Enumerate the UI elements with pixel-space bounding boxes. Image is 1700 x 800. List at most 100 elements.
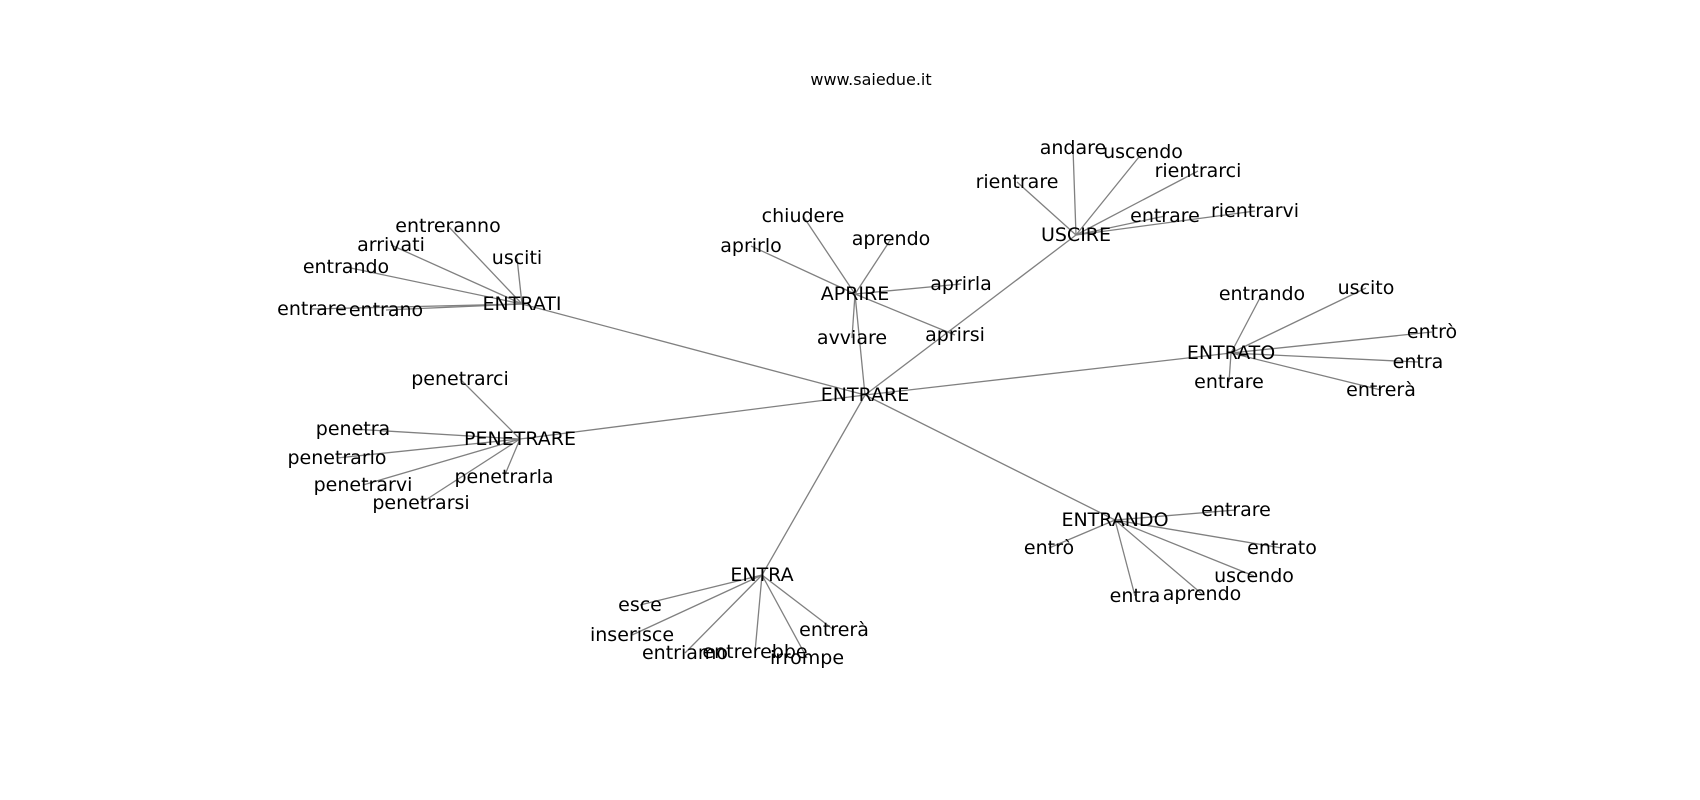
leaf-node-label: entrando [303,256,389,278]
edge-hub-leaf [1114,519,1255,577]
source-label: www.saiedue.it [810,70,932,89]
edge-hub-leaf [311,303,523,310]
edge-hub-leaf [352,428,521,440]
leaf-node-label: uscito [1338,277,1395,299]
edge-hub-leaf [1075,215,1166,236]
leaf-node-label: entrano [349,299,423,321]
edge-hub-leaf [1048,519,1116,549]
edge-hub-leaf [802,215,856,295]
leaf-node-label: uscendo [1103,141,1183,163]
edge-hub-leaf [459,378,521,440]
edge-hub-leaf [447,225,523,305]
root-node-label: ENTRARE [821,384,909,406]
edge-hub-leaf [761,574,808,659]
leaf-node-label: andare [1040,137,1106,159]
hub-node-label: ENTRATO [1187,342,1275,364]
edge-hub-leaf [390,244,523,305]
leaf-node-label: penetrarsi [372,492,469,514]
leaf-node-label: entrò [1024,537,1074,559]
edge-root-hub [854,293,866,396]
edge-root-hub [761,394,866,576]
leaf-node-label: entriamo [642,642,728,664]
edge-hub-leaf [639,574,763,606]
hub-node-label: ENTRA [730,564,793,586]
edge-root-hub [519,394,866,440]
leaf-node-label: rientrarvi [1211,200,1299,222]
hub-node-label: APRIRE [821,283,889,305]
leaf-node-label: rientrarci [1155,160,1242,182]
edge-root-hub [864,352,1232,396]
leaf-node-label: aprirlo [720,235,782,257]
edge-hub-leaf [345,266,523,305]
leaf-node-label: entrerebbe [702,641,807,663]
hub-node-label: ENTRATI [483,293,562,315]
edge-hub-leaf [1230,287,1367,354]
leaf-node-label: entrare [1201,499,1271,521]
leaf-node-label: entrato [1247,537,1317,559]
leaf-node-label: arrivati [357,234,425,256]
leaf-node-label: aprendo [852,228,931,250]
hub-node-label: ENTRANDO [1061,509,1168,531]
edge-hub-leaf [854,293,956,336]
edge-hub-leaf [1114,519,1203,595]
edge-hub-leaf [1230,293,1263,354]
leaf-node-label: irrompe [770,647,844,669]
edge-hub-leaf [1230,352,1419,363]
edge-hub-leaf [750,245,856,295]
leaf-node-label: penetrarlo [287,447,386,469]
leaf-node-label: entrare [1194,371,1264,393]
edge-hub-leaf [1016,181,1077,236]
leaf-node-label: entrerà [799,619,869,641]
edge-hub-leaf [1075,210,1256,236]
leaf-node-label: entra [1393,351,1444,373]
edge-hub-leaf [1228,352,1232,383]
leaf-node-label: penetrarci [411,368,509,390]
edge-hub-leaf [1230,352,1382,391]
edge-hub-leaf [516,257,523,305]
edge-hub-leaf [854,238,892,295]
edge-hub-leaf [1075,151,1144,236]
edge-hub-leaf [854,283,962,295]
leaf-node-label: entrò [1407,321,1457,343]
edge-root-hub [521,303,866,396]
leaf-node-label: aprendo [1163,583,1242,605]
edge-hub-leaf [1230,331,1433,354]
leaf-node-label: entrando [1219,283,1305,305]
leaf-node-label: inserisce [590,624,674,646]
leaf-node-label: esce [618,594,662,616]
leaf-node-label: penetrarla [454,466,553,488]
edge-hub-leaf [684,574,763,654]
edge-hub-leaf [1114,509,1237,521]
edge-hub-leaf [420,438,521,504]
leaf-node-label: entrare [1130,205,1200,227]
edge-hub-leaf [362,438,521,486]
leaf-node-label: entrare [277,298,347,320]
edge-hub-leaf [761,574,835,631]
leaf-node-label: aprirsi [925,324,985,346]
leaf-node-label: avviare [817,327,887,349]
edge-hub-leaf [1075,170,1199,236]
leaf-node-label: aprirla [930,273,992,295]
leaf-node-label: penetra [316,418,390,440]
edges-layer [311,147,1433,659]
leaf-node-label: uscendo [1214,565,1294,587]
leaf-node-label: penetrarvi [314,474,413,496]
edge-hub-leaf [851,293,856,339]
leaf-node-label: rientrare [976,171,1059,193]
leaf-node-label: entreranno [395,215,500,237]
leaf-node-label: usciti [492,247,542,269]
edge-hub-leaf [754,574,763,653]
edge-hub-leaf [1072,147,1077,236]
edge-root-hub [864,394,1116,521]
edge-hub-leaf [1114,519,1283,549]
leaf-node-label: entrerà [1346,379,1416,401]
edge-hub-leaf [631,574,763,636]
edge-hub-leaf [1114,519,1136,597]
edge-root-hub [864,234,1077,396]
hub-node-label: PENETRARE [464,428,576,450]
edge-hub-leaf [503,438,521,478]
hub-node-label: USCIRE [1041,224,1111,246]
leaf-node-label: entra [1110,585,1161,607]
